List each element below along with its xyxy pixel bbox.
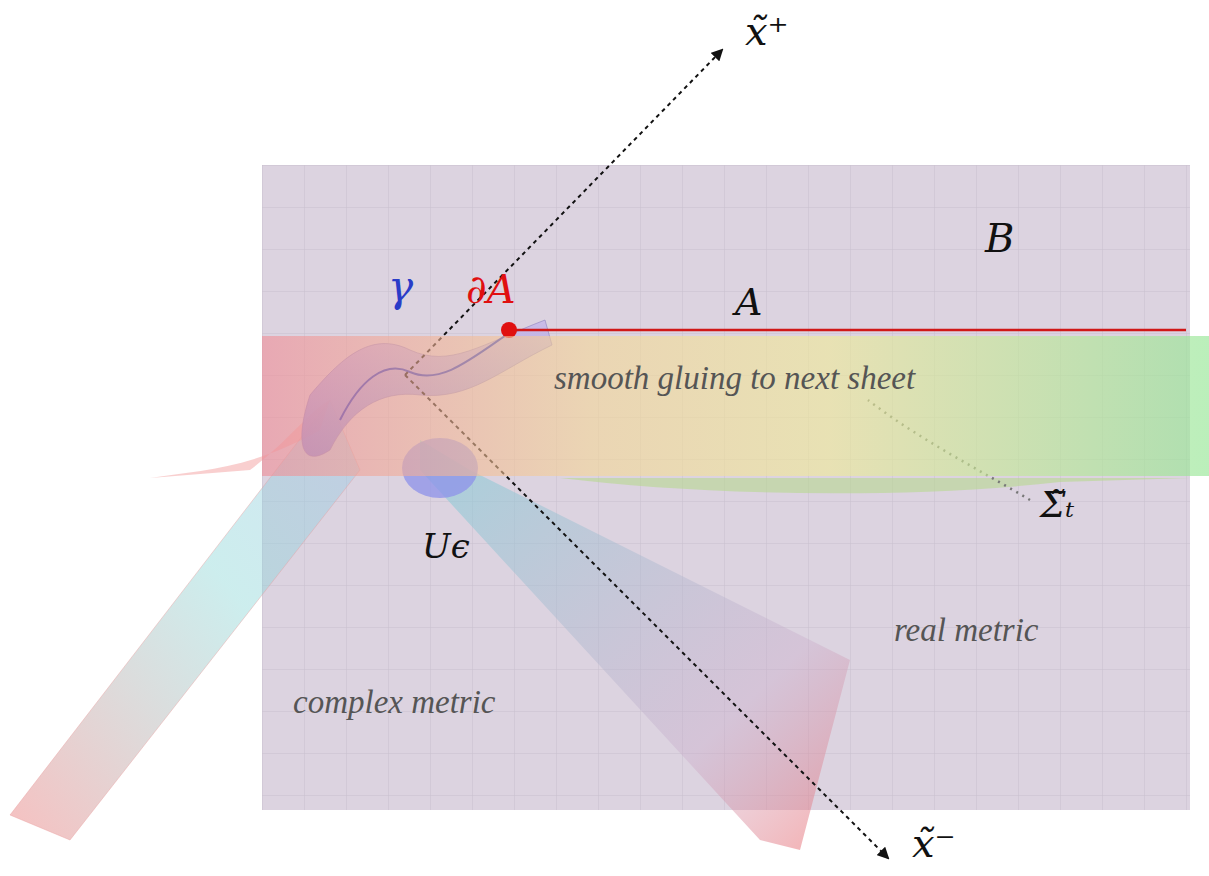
boundary-label: ∂A — [466, 266, 516, 312]
band-label: smooth gluing to next sheet — [554, 360, 915, 397]
axis-label: x̃⁺ — [745, 8, 789, 54]
slice-label: Σ̃ₜ — [1040, 484, 1074, 525]
region-label: A — [735, 280, 762, 324]
curve-label: γ — [388, 262, 413, 311]
neighbourhood-label: Uϵ — [422, 526, 470, 566]
region-note: complex metric — [293, 684, 496, 721]
axis-label: x̃⁻ — [912, 820, 956, 866]
region-note: real metric — [894, 612, 1039, 649]
gluing-band: smooth gluing to next sheet — [262, 336, 1209, 476]
region-label: B — [985, 215, 1014, 261]
